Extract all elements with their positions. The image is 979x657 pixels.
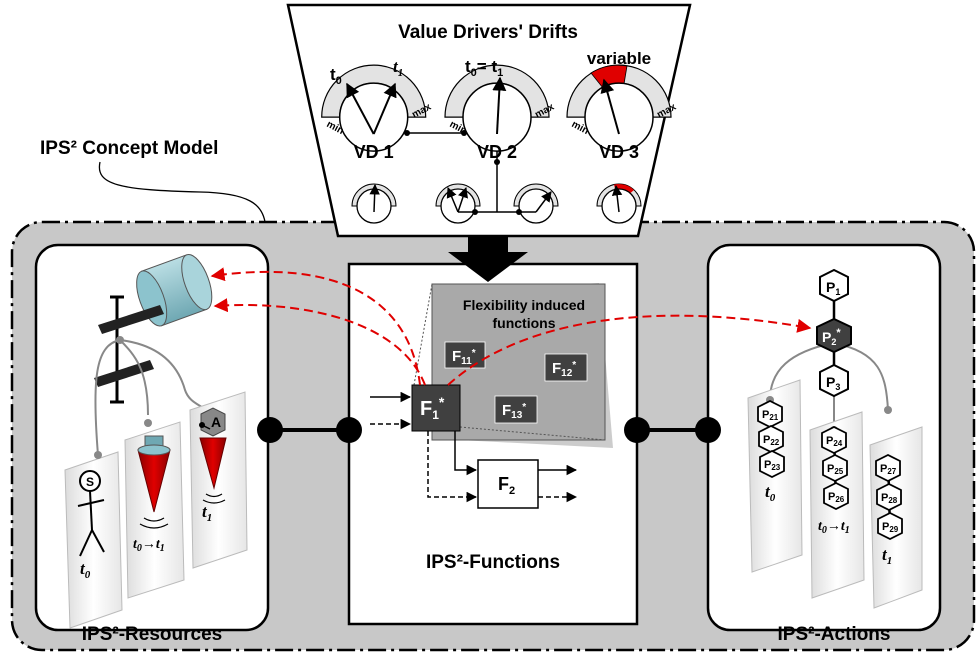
flexibility-title-2: functions: [493, 315, 556, 331]
vd3-variable: variable: [587, 49, 651, 68]
resources-title: IPS²-Resources: [82, 624, 222, 645]
concept-leader-line: [98, 161, 266, 223]
sensor-letter: S: [86, 475, 94, 489]
functions-illustration: Flexibility induced functions F11* F12* …: [370, 283, 613, 509]
flexibility-title-1: Flexibility induced: [463, 297, 585, 313]
function-f2: [477, 459, 539, 509]
resource-t0t1-label: t0→t1: [133, 537, 165, 554]
svg-text:P27: P27: [880, 463, 897, 476]
vd1-t1: t1: [393, 57, 403, 79]
functions-actions-connector: [624, 417, 721, 443]
resource-t0-label: t0: [80, 559, 91, 581]
action-chain-col3: P27 P28 P29: [875, 453, 903, 541]
svg-text:P2*: P2*: [822, 327, 841, 347]
action-p3: P3: [819, 363, 849, 398]
svg-text:P1: P1: [826, 279, 840, 297]
down-arrow: [448, 237, 528, 282]
svg-text:F12*: F12*: [552, 360, 576, 379]
value-drivers-box: Value Drivers' Drifts VD 1 min max t0 t1…: [286, 3, 692, 238]
svg-text:P25: P25: [827, 463, 844, 476]
function-f11: [444, 341, 486, 369]
action-p1: P1: [819, 268, 849, 303]
action-t0-label: t0: [765, 482, 776, 504]
function-f1: [411, 384, 461, 432]
action-t0t1-label: t0→t1: [818, 519, 850, 536]
svg-text:F2: F2: [498, 474, 515, 497]
svg-text:P22: P22: [763, 434, 780, 447]
svg-text:P21: P21: [762, 409, 779, 422]
vd1-gauge: VD 1 min max t0 t1: [321, 57, 433, 162]
concept-model-label: IPS² Concept Model: [40, 138, 218, 159]
action-t1-label: t1: [882, 545, 892, 567]
svg-text:P23: P23: [764, 459, 781, 472]
action-p2: P2*: [816, 317, 852, 354]
vd1-t0: t0: [330, 65, 342, 87]
vd3-gauge: VD 3 min max variable: [566, 49, 678, 162]
actuator-device: [199, 407, 227, 504]
actuator-letter: A: [211, 414, 221, 430]
vd2-gauge: VD 2 min max t0= t1: [444, 57, 556, 162]
svg-text:F11*: F11*: [452, 348, 476, 367]
actions-title: IPS²-Actions: [778, 624, 891, 645]
functions-title: IPS²-Functions: [426, 552, 560, 573]
value-drivers-title: Value Drivers' Drifts: [398, 22, 578, 43]
svg-text:P3: P3: [826, 374, 840, 392]
actions-illustration: P1 P2* P3 P21 P22 P23 P24 P25 P26: [747, 268, 923, 609]
svg-text:F1*: F1*: [420, 394, 445, 422]
vd3-label: VD 3: [599, 142, 639, 162]
vd2-equality: t0= t1: [465, 57, 503, 79]
resource-t1-label: t1: [202, 502, 212, 524]
small-gauges: [351, 165, 642, 224]
vd1-label: VD 1: [354, 142, 394, 162]
svg-text:P26: P26: [828, 491, 845, 504]
function-f12: [544, 353, 588, 382]
resources-illustration: S A t0 t0→t1 t1: [64, 253, 248, 629]
svg-text:F13*: F13*: [502, 402, 526, 421]
function-f13: [494, 395, 538, 424]
svg-text:P24: P24: [826, 435, 843, 448]
svg-text:P29: P29: [882, 521, 899, 534]
action-chain-col2: P24 P25 P26: [821, 425, 849, 511]
resource-card-3: [189, 391, 248, 569]
red-flex-arrows: [210, 267, 812, 386]
sensor-device: [137, 435, 171, 529]
operator-figure: [77, 470, 105, 557]
action-chain-col1: P21 P22 P23: [757, 399, 785, 479]
resources-functions-connector: [257, 417, 362, 443]
svg-text:P28: P28: [881, 492, 898, 505]
